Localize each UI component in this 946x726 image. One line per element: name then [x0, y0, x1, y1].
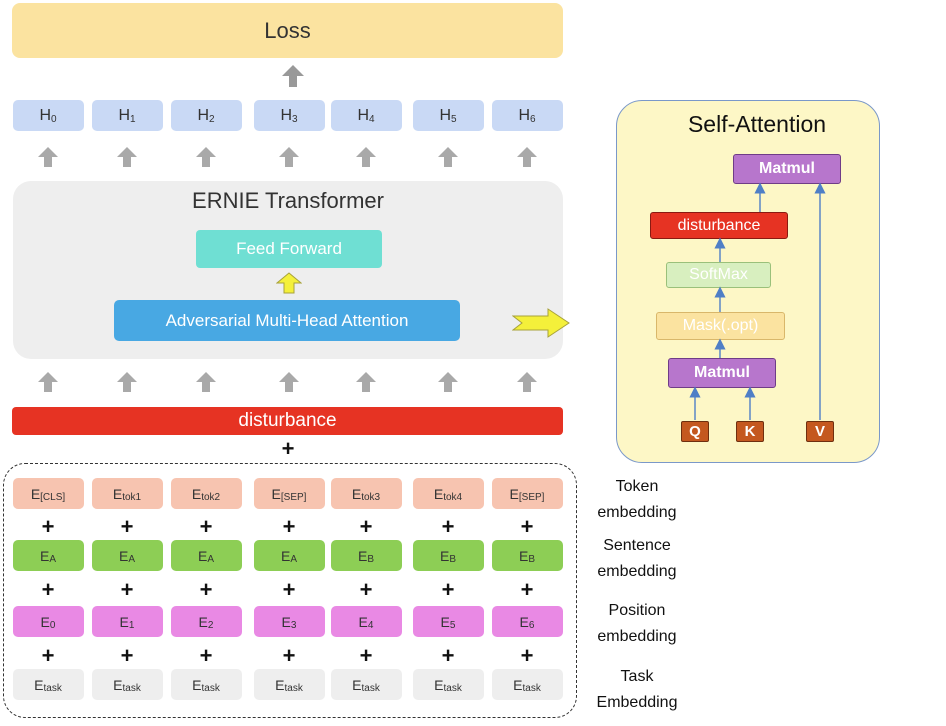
embedding-container [3, 463, 577, 718]
sa-disturbance-box: disturbance [650, 212, 788, 239]
plus-sign: + [120, 643, 134, 668]
up-arrow-icon [279, 147, 299, 167]
plus-sign: + [120, 514, 134, 539]
plus-sign: + [520, 577, 534, 602]
up-arrow-icon [356, 372, 376, 392]
plus-sign: + [282, 577, 296, 602]
up-arrow-icon [438, 372, 458, 392]
token-embedding-3: E[SEP] [253, 478, 325, 509]
yellow-up-arrow-icon [276, 272, 302, 294]
up-arrow-icon [356, 147, 376, 167]
plus-sign: + [120, 577, 134, 602]
plus-sign: + [41, 514, 55, 539]
plus-sign: + [359, 514, 373, 539]
up-arrow-icon [517, 372, 537, 392]
plus-sign: + [199, 514, 213, 539]
mask-box: Mask(.opt) [656, 312, 785, 340]
up-arrow-icon [279, 372, 299, 392]
softmax-box: SoftMax [666, 262, 771, 288]
up-arrow-icon [117, 147, 137, 167]
plus-sign: + [359, 643, 373, 668]
plus-sign: + [441, 514, 455, 539]
matmul-bottom-box: Matmul [668, 358, 776, 388]
plus-sign: + [520, 514, 534, 539]
transformer-title: ERNIE Transformer [192, 188, 384, 213]
token-embedding-6: E[SEP] [491, 478, 563, 509]
q-input: Q [681, 421, 709, 442]
plus-sign: + [41, 577, 55, 602]
matmul-top-box: Matmul [733, 154, 841, 184]
up-arrow-icon [517, 147, 537, 167]
up-arrow-icon [196, 372, 216, 392]
self-attention-title: Self-Attention [687, 110, 827, 137]
token-embedding-0: E[CLS] [12, 478, 84, 509]
k-input: K [736, 421, 764, 442]
up-arrow-icon [38, 147, 58, 167]
up-arrow-icon [38, 372, 58, 392]
plus-sign: + [441, 643, 455, 668]
feed-forward-box: Feed Forward [196, 230, 382, 268]
plus-sign: + [359, 577, 373, 602]
v-input: V [806, 421, 834, 442]
yellow-right-arrow-icon [512, 308, 570, 338]
up-arrow-icon [196, 147, 216, 167]
up-arrow-icon [282, 65, 304, 87]
plus-sign: + [41, 643, 55, 668]
loss-box: Loss [12, 3, 563, 58]
plus-sign: + [199, 577, 213, 602]
plus-sign: + [281, 436, 295, 461]
up-arrow-icon [438, 147, 458, 167]
plus-sign: + [282, 643, 296, 668]
adversarial-attention-box: Adversarial Multi-Head Attention [114, 300, 460, 341]
plus-sign: + [282, 514, 296, 539]
plus-sign: + [199, 643, 213, 668]
up-arrow-icon [117, 372, 137, 392]
disturbance-bar: disturbance [12, 407, 563, 435]
plus-sign: + [520, 643, 534, 668]
plus-sign: + [441, 577, 455, 602]
